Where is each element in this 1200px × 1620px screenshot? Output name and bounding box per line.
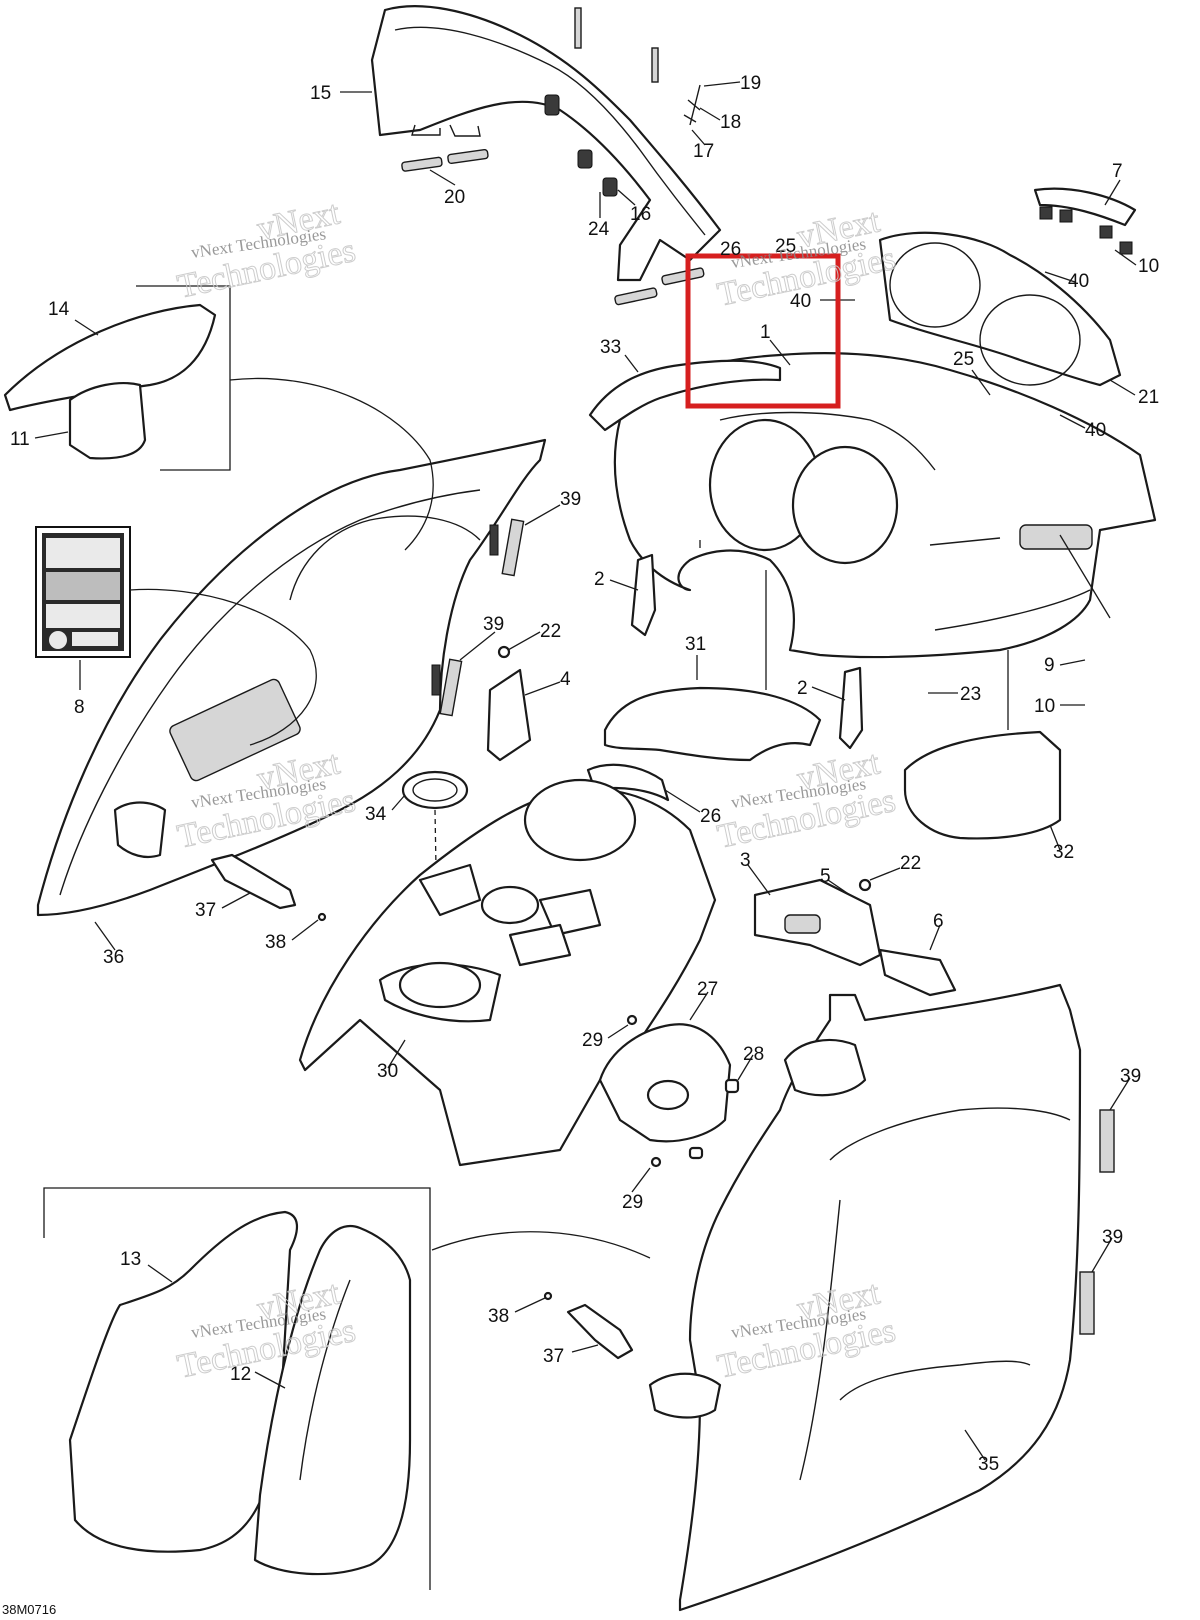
callout-25-top: 25 — [775, 236, 796, 257]
callout-32: 32 — [1053, 842, 1074, 863]
part-32-cushion — [903, 730, 1062, 840]
callout-5: 5 — [820, 866, 831, 887]
callout-18: 18 — [720, 112, 741, 133]
callout-25-b: 25 — [953, 349, 974, 370]
callout-10-top: 10 — [1138, 256, 1159, 277]
part-34-ring — [401, 770, 469, 986]
callout-38-a: 38 — [265, 932, 286, 953]
callout-37-a: 37 — [195, 900, 216, 921]
callout-39-c: 39 — [1120, 1066, 1141, 1087]
assembly-arrows — [129, 377, 1111, 1259]
part-21-gauge-housing — [878, 187, 1137, 387]
part-15-windshield-frame — [370, 5, 722, 282]
callout-34: 34 — [365, 804, 387, 825]
part-37-handle-left — [210, 853, 327, 922]
callout-27: 27 — [697, 979, 718, 1000]
callout-39-d: 39 — [1102, 1227, 1123, 1248]
callout-40-a: 40 — [1068, 271, 1089, 292]
callout-8: 8 — [74, 697, 85, 718]
callout-12: 12 — [230, 1364, 251, 1385]
callout-29-b: 29 — [622, 1192, 643, 1213]
callout-labels: 15 19 18 17 20 24 16 7 10 26 25 40 40 1 … — [10, 73, 1159, 1475]
callout-16: 16 — [630, 204, 651, 225]
callout-9: 9 — [1044, 655, 1055, 676]
callout-26-top: 26 — [720, 239, 741, 260]
drawing-code: 38M0716 — [2, 1602, 56, 1617]
callout-26-b: 26 — [700, 806, 721, 827]
callout-2-b: 2 — [797, 678, 808, 699]
part-14-trim — [3, 285, 231, 471]
callout-23: 23 — [960, 684, 981, 705]
callout-19: 19 — [740, 73, 761, 94]
part-37-handle-lower — [543, 1291, 634, 1360]
part-8-warning-decal — [35, 526, 131, 658]
callout-30: 30 — [377, 1061, 398, 1082]
callout-40-b: 40 — [790, 291, 811, 312]
callout-39-b: 39 — [483, 614, 504, 635]
part-35-side-panel-right — [648, 983, 1082, 1612]
callout-1: 1 — [760, 322, 771, 343]
part-1-upper-body — [588, 352, 1157, 659]
callout-14: 14 — [48, 299, 70, 320]
callout-17: 17 — [693, 141, 714, 162]
callout-10-b: 10 — [1034, 696, 1055, 717]
callout-29-a: 29 — [582, 1030, 603, 1051]
callout-7: 7 — [1112, 161, 1123, 182]
part-31-duct — [603, 686, 822, 762]
callout-31: 31 — [685, 634, 706, 655]
callout-38-b: 38 — [488, 1306, 509, 1327]
callout-15: 15 — [310, 83, 331, 104]
part-30-center-console — [298, 778, 717, 1167]
callout-22-a: 22 — [540, 621, 561, 642]
part-20-strips — [401, 148, 705, 306]
callout-13: 13 — [120, 1249, 141, 1270]
callout-2-a: 2 — [594, 569, 605, 590]
callout-28: 28 — [743, 1044, 764, 1065]
callout-37-b: 37 — [543, 1346, 564, 1367]
part-39-strips-right — [1079, 1109, 1115, 1335]
part-39-strips-left — [431, 518, 525, 717]
callout-39-a: 39 — [560, 489, 581, 510]
fasteners-top — [544, 7, 701, 197]
callout-21: 21 — [1138, 387, 1159, 408]
highlight-box — [685, 253, 841, 409]
callout-22-b: 22 — [900, 853, 921, 874]
callout-35: 35 — [978, 1454, 999, 1475]
callout-6: 6 — [933, 911, 944, 932]
callout-33: 33 — [600, 337, 621, 358]
callout-3: 3 — [740, 850, 751, 871]
callout-40-c: 40 — [1085, 420, 1106, 441]
part-27-assembly — [598, 1014, 740, 1168]
brackets-2-4-22 — [486, 553, 872, 892]
brackets-3-5-6 — [753, 878, 957, 997]
callout-36: 36 — [103, 947, 124, 968]
callout-24: 24 — [588, 219, 610, 240]
callout-4: 4 — [560, 669, 571, 690]
callout-11: 11 — [10, 429, 30, 450]
callout-20: 20 — [444, 187, 465, 208]
part-13-12-inset — [43, 1187, 431, 1590]
